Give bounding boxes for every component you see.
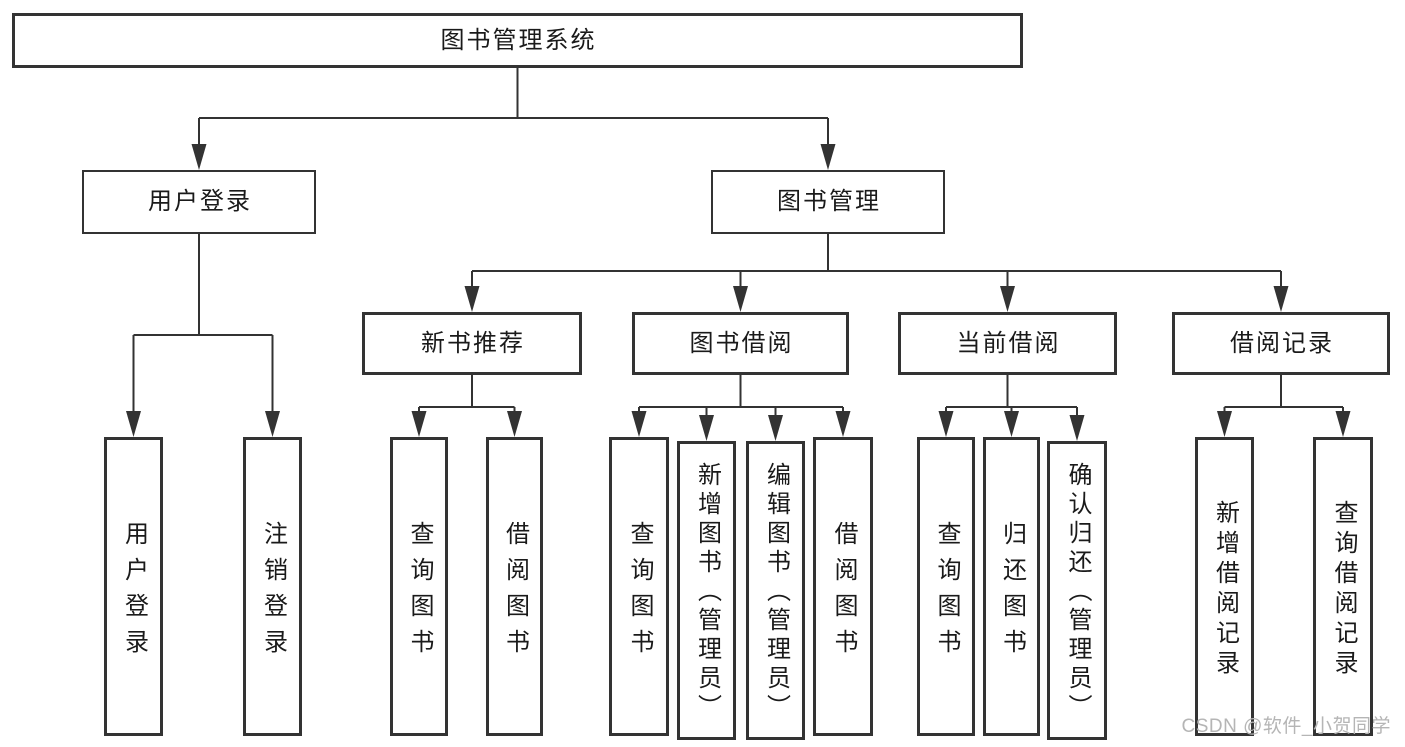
- node-book-borrowing: 图书借阅: [632, 312, 849, 375]
- leaf-add-borrow-record-label: 新增借阅记录: [1211, 499, 1239, 680]
- leaf-edit-books-admin-label: 编辑图书（管理员）: [762, 462, 790, 723]
- leaf-borrow-books-borrowing: 借阅图书: [813, 437, 873, 736]
- arrowhead: [1069, 415, 1085, 441]
- arrowhead: [1004, 411, 1019, 437]
- leaf-query-borrow-record: 查询借阅记录: [1313, 437, 1373, 736]
- arrowhead: [820, 144, 836, 170]
- leaf-logout-label: 注销登录: [259, 520, 287, 665]
- arrowhead: [835, 411, 851, 437]
- leaf-user-login: 用户登录: [104, 437, 163, 736]
- node-book-management: 图书管理: [711, 170, 945, 234]
- arrowhead: [411, 411, 427, 437]
- arrowhead: [1273, 286, 1289, 312]
- leaf-confirm-return-admin: 确认归还（管理员）: [1047, 441, 1107, 740]
- leaf-return-books-label: 归还图书: [998, 520, 1026, 665]
- connector-stems: [132, 68, 1344, 419]
- node-new-book-recommend: 新书推荐: [362, 312, 582, 375]
- node-book-borrowing-label: 图书借阅: [689, 329, 794, 357]
- node-current-borrowing: 当前借阅: [898, 312, 1117, 375]
- arrowhead: [768, 415, 783, 441]
- arrowhead: [1335, 411, 1351, 437]
- arrowhead: [1000, 286, 1015, 312]
- arrowhead: [1217, 411, 1232, 437]
- leaf-borrow-books-borrowing-label: 借阅图书: [830, 520, 857, 665]
- node-current-borrowing-label: 当前借阅: [956, 329, 1061, 357]
- leaf-add-books-admin-label: 新增图书（管理员）: [693, 462, 721, 723]
- csdn-watermark: CSDN @软件_小贺同学: [1181, 716, 1391, 737]
- arrowhead: [507, 411, 522, 437]
- arrowhead: [191, 144, 207, 170]
- leaf-query-books-current-label: 查询图书: [933, 520, 960, 665]
- leaf-query-books-borrowing: 查询图书: [609, 437, 669, 736]
- leaf-add-books-admin: 新增图书（管理员）: [677, 441, 736, 740]
- arrowhead: [464, 286, 480, 312]
- leaf-borrow-books-recommend: 借阅图书: [486, 437, 543, 736]
- arrowhead: [733, 286, 748, 312]
- leaf-query-borrow-record-label: 查询借阅记录: [1330, 499, 1357, 680]
- node-root-label: 图书管理系统: [440, 26, 597, 54]
- leaf-query-books-recommend: 查询图书: [390, 437, 448, 736]
- leaf-add-borrow-record: 新增借阅记录: [1195, 437, 1254, 736]
- leaf-user-login-label: 用户登录: [120, 520, 148, 665]
- arrowhead: [126, 411, 141, 437]
- leaf-confirm-return-admin-label: 确认归还（管理员）: [1064, 462, 1091, 723]
- arrowhead: [938, 411, 954, 437]
- node-book-management-label: 图书管理: [777, 188, 881, 215]
- node-new-book-recommend-label: 新书推荐: [421, 329, 525, 357]
- leaf-borrow-books-recommend-label: 借阅图书: [501, 520, 529, 665]
- leaf-return-books: 归还图书: [983, 437, 1040, 736]
- node-root: 图书管理系统: [12, 13, 1023, 68]
- leaf-query-books-borrowing-label: 查询图书: [626, 520, 653, 665]
- arrowheads: [126, 144, 1351, 441]
- node-borrowing-records: 借阅记录: [1172, 312, 1390, 375]
- arrowhead: [265, 411, 280, 437]
- leaf-query-books-current: 查询图书: [917, 437, 975, 736]
- node-user-login: 用户登录: [82, 170, 316, 234]
- node-user-login-label: 用户登录: [148, 188, 252, 215]
- leaf-query-books-recommend-label: 查询图书: [406, 520, 433, 665]
- node-borrowing-records-label: 借阅记录: [1230, 329, 1334, 357]
- arrowhead: [699, 415, 714, 441]
- arrowhead: [631, 411, 647, 437]
- leaf-edit-books-admin: 编辑图书（管理员）: [746, 441, 805, 740]
- leaf-logout: 注销登录: [243, 437, 302, 736]
